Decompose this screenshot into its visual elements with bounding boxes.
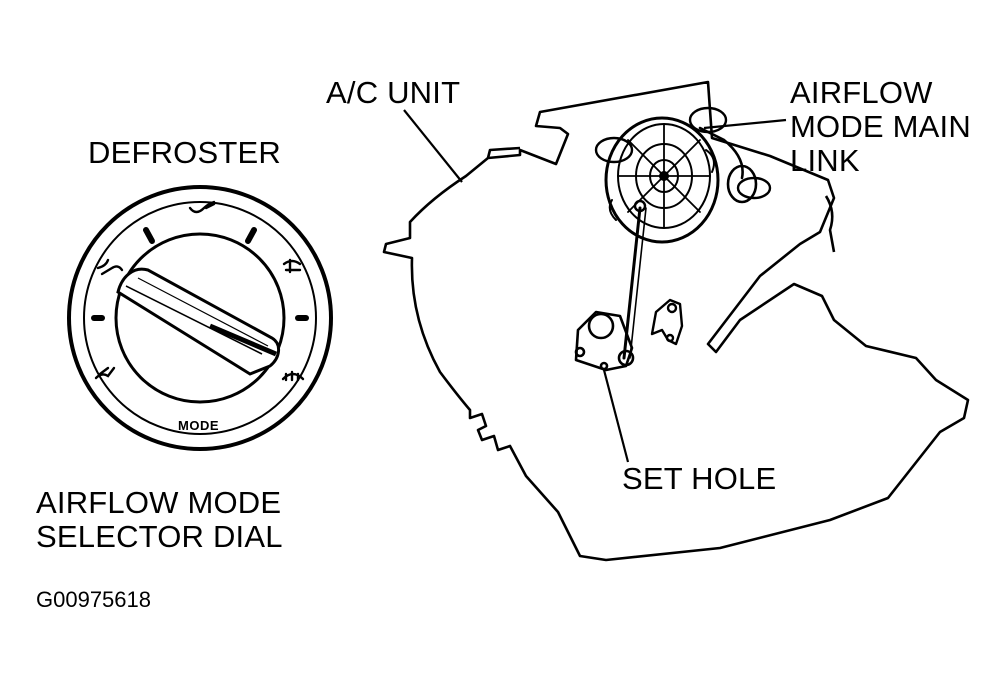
main-link-arm xyxy=(698,126,744,180)
dial-mode-icons xyxy=(94,200,305,382)
main-link-label-line-3: LINK xyxy=(790,143,860,178)
dial-knob-pointer xyxy=(116,267,280,376)
set-hole-leader xyxy=(602,369,630,463)
main-link-leader xyxy=(703,118,787,130)
dial-inner-ring xyxy=(83,201,317,435)
floor-icon xyxy=(94,366,116,380)
dial-knob xyxy=(114,232,286,404)
main-link-label-line-1: AIRFLOW xyxy=(790,75,933,110)
housing-cutoff-edge xyxy=(824,195,836,253)
selector-dial-label: AIRFLOW MODE SELECTOR DIAL xyxy=(36,486,283,554)
selector-dial-label-line-2: SELECTOR DIAL xyxy=(36,519,283,554)
main-link-label-line-2: MODE MAIN xyxy=(790,109,971,144)
set-hole-label: SET HOLE xyxy=(622,461,777,496)
defroster-icon xyxy=(281,370,305,382)
dial-tick-marks xyxy=(91,227,309,321)
bi-level-icon xyxy=(96,258,124,276)
ac-unit-leader xyxy=(403,109,463,183)
leader-lines xyxy=(403,109,787,463)
set-hole xyxy=(617,349,635,367)
ac-unit-label: A/C UNIT xyxy=(326,75,461,110)
defroster-label: DEFROSTER xyxy=(88,135,281,170)
housing-outline xyxy=(382,80,970,562)
face-vent-icon xyxy=(188,200,216,214)
ac-unit-housing xyxy=(382,80,970,562)
bracket-part xyxy=(650,298,684,346)
airflow-main-link-label: AIRFLOW MODE MAIN LINK xyxy=(790,76,971,178)
dial-mode-label: MODE xyxy=(178,418,219,433)
set-hole-lever xyxy=(574,310,635,372)
figure-id: G00975618 xyxy=(36,587,151,612)
airflow-mode-selector-dial xyxy=(67,185,333,451)
selector-dial-label-line-1: AIRFLOW MODE xyxy=(36,485,282,520)
dial-outer-ring xyxy=(67,185,333,451)
mode-gear xyxy=(604,116,720,244)
floor-defrost-icon xyxy=(282,258,302,274)
